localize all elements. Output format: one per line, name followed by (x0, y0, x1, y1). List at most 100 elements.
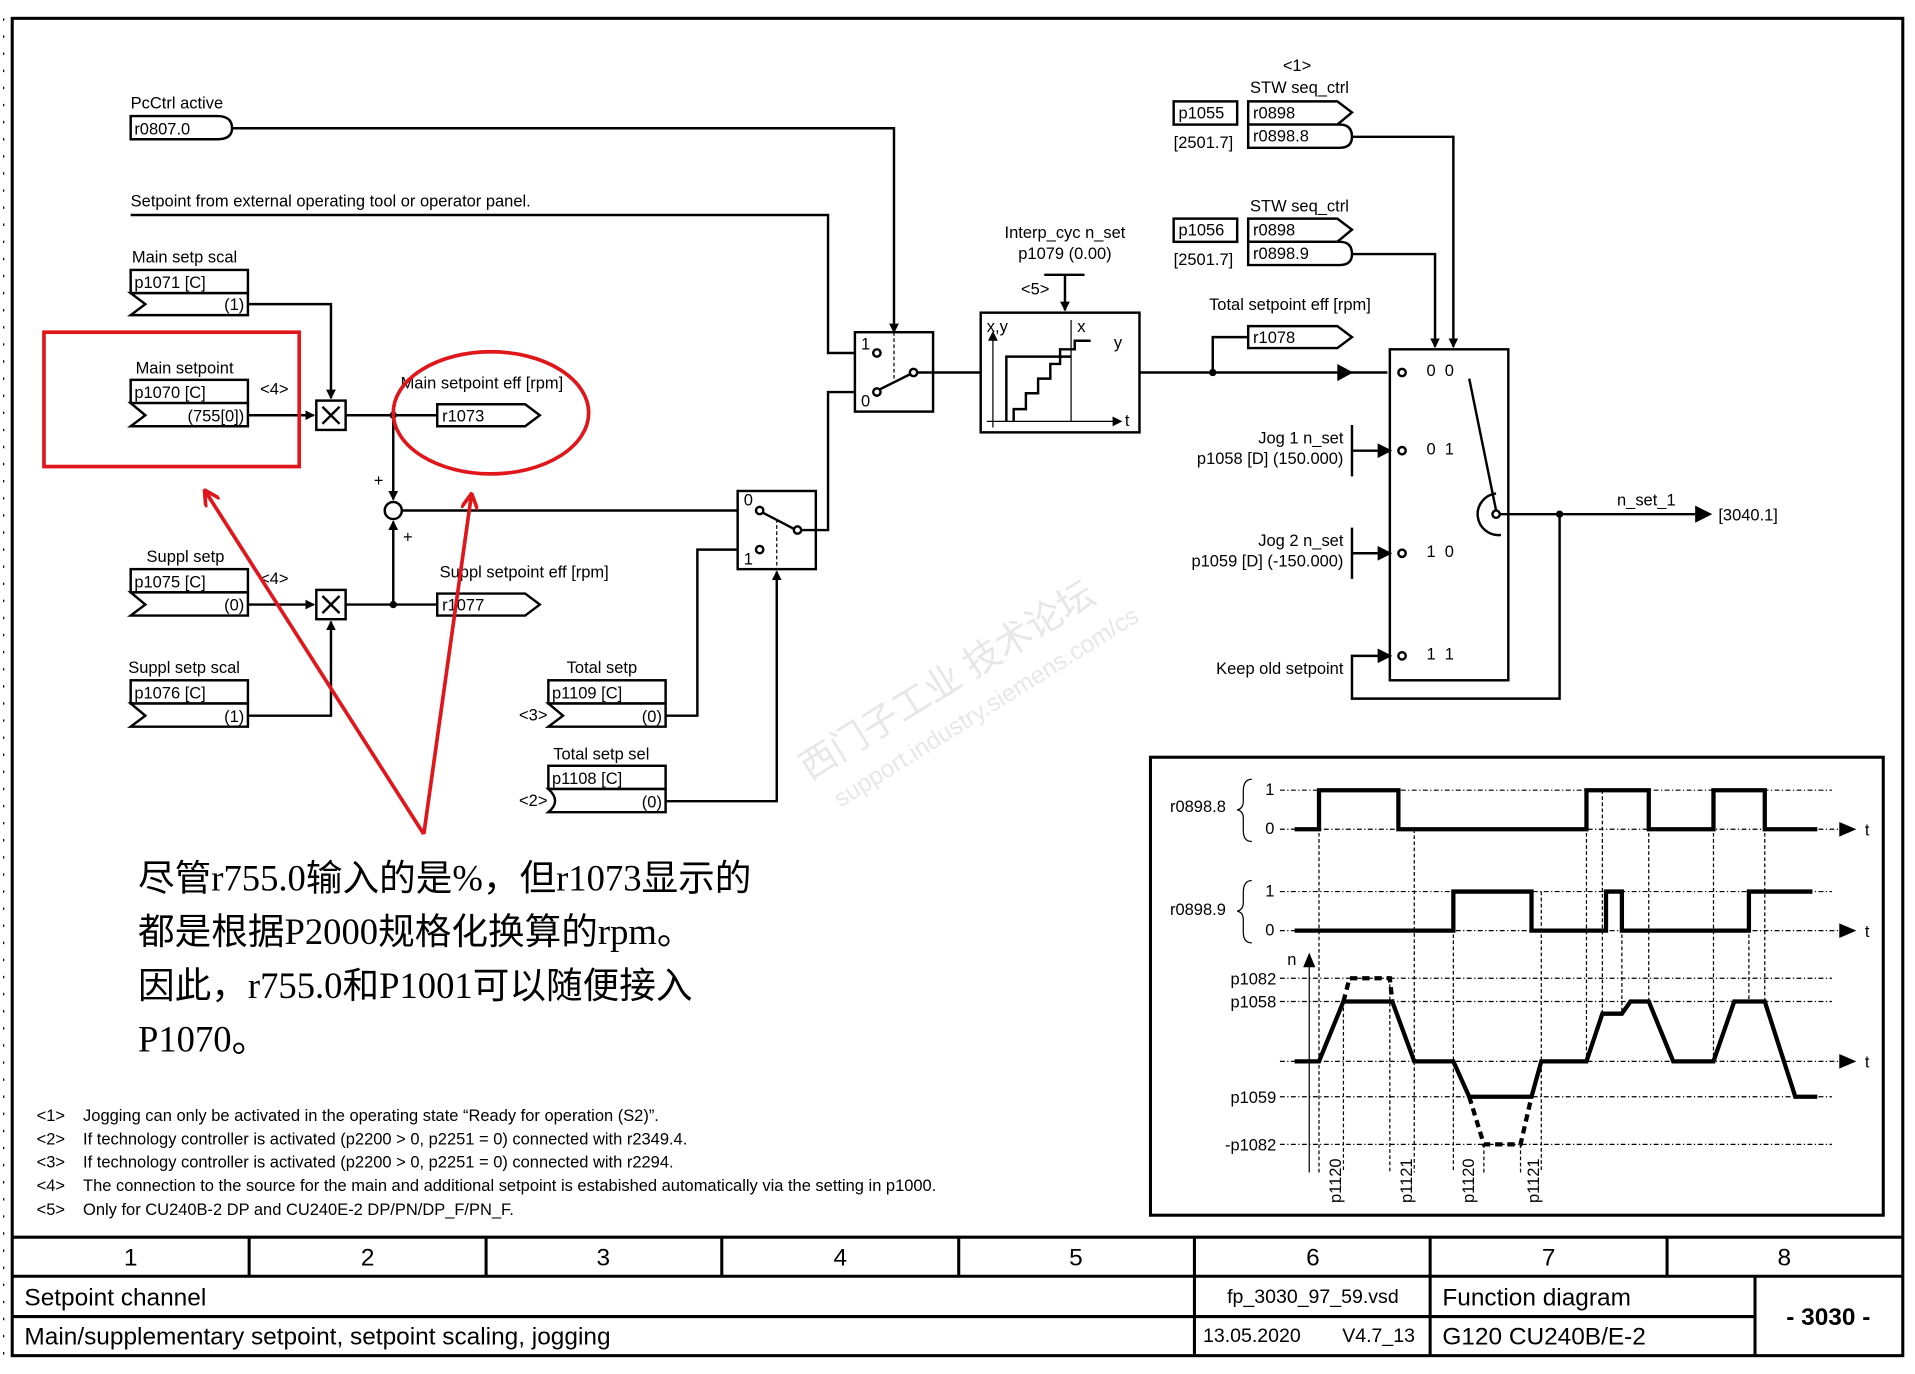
diagram-total_eff-param: r1078 (1253, 329, 1295, 347)
diagram-suppl_setp-label: Suppl setp (147, 548, 225, 566)
footnotes-3-text: The connection to the source for the mai… (83, 1177, 936, 1195)
diagram-interp-y: y (1114, 334, 1123, 352)
diagram-main_eff-param: r1073 (442, 407, 484, 425)
diagram-suppl_scal-param: p1076 [C] (134, 685, 205, 703)
diagram-suppl_scal-label: Suppl setp scal (128, 659, 240, 677)
diagram-title: Setpoint channel (24, 1285, 206, 1312)
diagram-stw1-ref: [2501.7] (1174, 134, 1234, 152)
annotation-line: 都是根据P2000规格化换算的rpm。 (138, 911, 693, 952)
timing-p1059: p1059 (1230, 1089, 1276, 1107)
diagram-total_setp-note: <3> (519, 707, 547, 725)
diagram-plus: + (403, 528, 413, 546)
timing-zero: 0 (1265, 820, 1274, 838)
titleblock-columns-1: 2 (361, 1244, 375, 1271)
suppl-eff-connector: Suppl setpoint eff [rpm] r1077 (436, 564, 609, 617)
diagram-stw2-bit: r0898.9 (1253, 245, 1309, 263)
timing-sig2: r0898.9 (1170, 901, 1226, 919)
main-setpoint-input: Main setpoint p1070 [C] (755[0]) <4> (127, 360, 316, 428)
timing-p1121: p1121 (1398, 1158, 1416, 1203)
timing-one: 1 (1265, 781, 1274, 799)
interpolation-block: Interp_cyc n_set p1079 (0.00) <5> x,y x y t (979, 224, 1388, 434)
titleblock-columns-2: 3 (597, 1244, 611, 1271)
diagram-jog2-param: p1059 [D] (-150.000) (1191, 553, 1343, 571)
watermark: 西门子工业 技术论坛 support.industry.siemens.com/… (792, 573, 1144, 813)
diagram-suppl_eff-param: r1077 (442, 597, 484, 615)
timing-zero: 0 (1265, 922, 1274, 940)
external-setpoint-line: Setpoint from external operating tool or… (130, 192, 865, 355)
diagram-main_eff-label: Main setpoint eff [rpm] (401, 374, 564, 392)
diagram-total_setp-value: (0) (642, 708, 662, 726)
annotation-line: 尽管r755.0输入的是%，但r1073显示的 (138, 857, 751, 898)
diagram-jog1-param: p1058 [D] (150.000) (1197, 450, 1344, 468)
titleblock-version: V4.7_13 (1342, 1325, 1415, 1347)
diagram-sel-2: 1 0 (1426, 543, 1453, 561)
diagram-suppl_scal-value: (1) (224, 708, 244, 726)
diagram-stw1-note: <1> (1283, 57, 1311, 75)
titleblock-date: 13.05.2020 (1203, 1325, 1301, 1347)
suppl-setpoint-input: Suppl setp p1075 [C] (0) <4> (127, 548, 316, 617)
main-eff-connector: Main setpoint eff [rpm] r1073 (401, 374, 564, 428)
diagram-stw1-p: p1055 (1179, 104, 1225, 122)
stw-seq-ctrl-1: <1> STW seq_ctrl p1055 r0898 r0898.8 [25… (1172, 57, 1459, 349)
titleblock-columns-7: 8 (1778, 1244, 1792, 1271)
diagram-suppl_eff-label: Suppl setpoint eff [rpm] (440, 564, 609, 582)
timing-mp1082: -p1082 (1225, 1136, 1276, 1154)
titleblock-columns-5: 6 (1306, 1244, 1320, 1271)
timing-diagram: r0898.810 r0898.910 ttt p1082 p1058 p105… (1148, 755, 1885, 1217)
diagram-stw2-label: STW seq_ctrl (1250, 197, 1349, 215)
timing-p1058: p1058 (1230, 994, 1276, 1012)
diagram-stw1-bit: r0898.8 (1253, 128, 1309, 146)
diagram-interp-t: t (1125, 412, 1130, 430)
switch-total-setpoint: 01 (736, 390, 863, 571)
titleblock-columns-4: 5 (1069, 1244, 1083, 1271)
diagram-out-label: n_set_1 (1617, 492, 1676, 510)
sheet-frame (10, 16, 1905, 1358)
diagram-suppl_setp-note: <4> (260, 570, 288, 588)
pcctrl-connector: PcCtrl active r0807.0 (129, 95, 899, 334)
titleblock-columns-6: 7 (1542, 1244, 1556, 1271)
diagram-interp-x: x (1077, 318, 1086, 336)
stw-seq-ctrl-2: STW seq_ctrl p1056 r0898 r0898.9 [2501.7… (1172, 197, 1440, 349)
footnotes-2-tag: <3> (37, 1154, 65, 1172)
titleblock-device: G120 CU240B/E-2 (1442, 1324, 1646, 1351)
diagram-total_setp-param: p1109 [C] (552, 685, 622, 703)
total-eff-connector: Total setpoint eff [rpm] r1078 (1209, 296, 1371, 373)
suppl-multiplier (315, 588, 347, 621)
suppl-setp-scal-input: Suppl setp scal p1076 [C] (1) (127, 620, 336, 728)
diagram-main_setp-param: p1070 [C] (134, 384, 205, 402)
titleblock-file: fp_3030_97_59.vsd (1227, 1286, 1399, 1308)
footnotes-0-text: Jogging can only be activated in the ope… (83, 1107, 659, 1125)
diagram-external: Setpoint from external operating tool or… (131, 192, 531, 210)
footnotes-4-text: Only for CU240B-2 DP and CU240E-2 DP/PN/… (83, 1201, 514, 1219)
diagram-interp-param: p1079 (0.00) (1018, 245, 1111, 263)
annotation-line: 因此，r755.0和P1001可以随便接入 (138, 965, 692, 1006)
timing-t: t (1865, 1053, 1870, 1071)
titleblock-columns-3: 4 (833, 1244, 847, 1271)
timing-n: n (1287, 951, 1296, 969)
diagram-main_setp-note: <4> (260, 380, 288, 398)
timing-sig1: r0898.8 (1170, 798, 1226, 816)
jog-selector: 0 0 0 1 1 0 1 1 n_set_1 [3040.1] (1350, 348, 1778, 700)
diagram-subtitle: Main/supplementary setpoint, setpoint sc… (24, 1324, 610, 1351)
timing-p1082: p1082 (1230, 970, 1276, 988)
diagram-main_setp-value: (755[0]) (187, 407, 244, 425)
diagram-sw0: 0 (744, 492, 753, 510)
timing-t: t (1865, 821, 1870, 839)
footnotes-3-tag: <4> (37, 1177, 65, 1195)
diagram-interp-note: <5> (1021, 280, 1049, 298)
diagram-total_setp-label: Total setp (567, 659, 638, 677)
summing-point (383, 500, 404, 521)
timing-p1120: p1120 (1460, 1158, 1478, 1203)
diagram-interp-label: Interp_cyc n_set (1005, 224, 1126, 242)
footnotes-1-tag: <2> (37, 1130, 65, 1148)
total-setp-input: Total setp p1109 [C] (0) <3> (519, 548, 758, 728)
diagram-jog2-label: Jog 2 n_set (1258, 532, 1344, 550)
title-block: 1 2 3 4 5 6 7 8 Setpoint channel Main/su… (12, 1235, 1903, 1356)
diagram-main_setp-label: Main setpoint (136, 360, 234, 378)
diagram-jog1-label: Jog 1 n_set (1258, 429, 1344, 447)
diagram-main_scal-value: (1) (224, 296, 244, 314)
diagram-interp-xy: x,y (987, 318, 1009, 336)
footnotes: <1>Jogging can only be activated in the … (37, 1107, 937, 1219)
diagram-stw1-label: STW seq_ctrl (1250, 79, 1349, 97)
